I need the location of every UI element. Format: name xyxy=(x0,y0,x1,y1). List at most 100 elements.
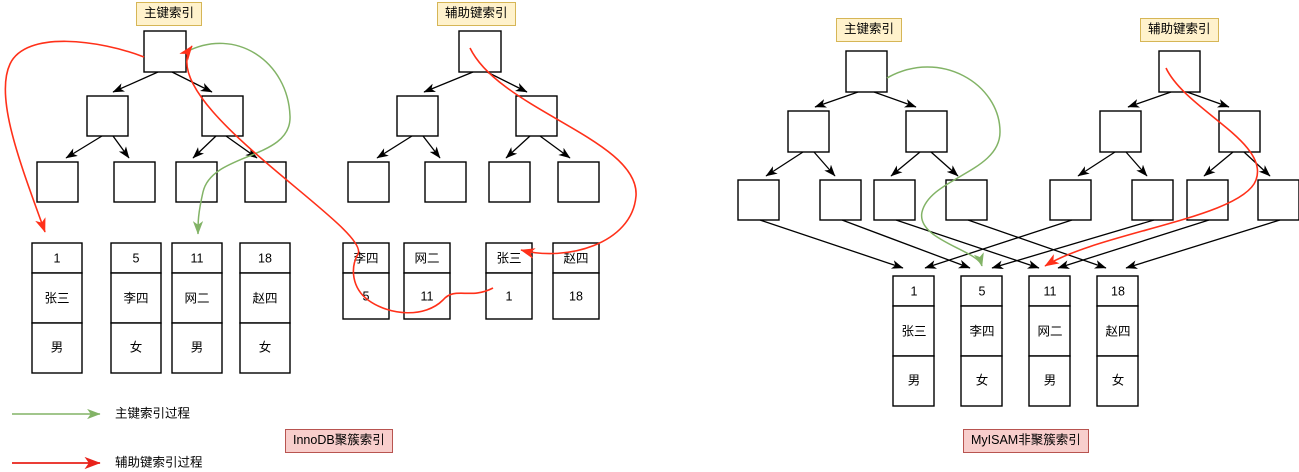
record-cell-gender xyxy=(31,322,83,374)
tree-node-leaf xyxy=(1186,179,1229,221)
record-card: 18 赵四 女 xyxy=(1096,275,1139,407)
tree-edge xyxy=(890,151,921,177)
innodb-secondary-tree xyxy=(347,30,600,203)
record-name: 网二 xyxy=(184,291,209,305)
tree-edge xyxy=(1203,151,1234,177)
record-cell-id xyxy=(892,275,935,307)
record-gender: 男 xyxy=(1044,373,1057,387)
data-pointer xyxy=(967,219,1107,269)
record-cell-id xyxy=(403,272,451,320)
tree-node-leaf xyxy=(557,161,600,203)
record-card: 1 张三 男 xyxy=(892,275,935,407)
secondary-index-flow-arrow-lookup xyxy=(469,47,637,259)
record-name: 网二 xyxy=(414,251,439,265)
record-card: 11 网二 男 xyxy=(1028,275,1071,407)
myisam-data-pointers xyxy=(759,219,1281,270)
tree-node-internal xyxy=(1218,110,1261,153)
tree-edge xyxy=(930,151,959,177)
record-id: 1 xyxy=(911,284,918,298)
innodb-primary-tree xyxy=(36,30,287,203)
record-name: 张三 xyxy=(901,323,926,338)
record-card: 18 赵四 女 xyxy=(239,242,291,374)
tree-node-internal xyxy=(201,95,244,137)
record-name: 张三 xyxy=(496,250,521,265)
record-gender: 女 xyxy=(130,339,143,354)
record-cell-name xyxy=(1028,305,1071,357)
tree-node-root xyxy=(1158,50,1201,93)
record-id: 1 xyxy=(506,289,513,303)
tree-node-leaf xyxy=(819,179,862,221)
record-gender: 男 xyxy=(51,340,64,354)
tree-node-leaf xyxy=(1049,179,1092,221)
tree-edge xyxy=(505,135,531,159)
record-cell-gender xyxy=(1028,355,1071,407)
tree-node-leaf xyxy=(737,179,780,221)
myisam-data-records: 1 张三 男 5 李四 女 11 网二 男 xyxy=(892,275,1139,407)
data-pointer xyxy=(1125,219,1281,269)
record-card: 1 张三 男 xyxy=(31,242,83,374)
tree-edge xyxy=(65,135,103,159)
tree-edge xyxy=(1125,151,1148,177)
tree-node-internal xyxy=(86,95,129,137)
record-card: 网二 11 xyxy=(403,242,451,320)
record-cell-gender xyxy=(110,322,162,374)
record-card: 张三 1 xyxy=(485,242,533,320)
record-id: 18 xyxy=(258,251,272,265)
record-id: 11 xyxy=(1044,284,1057,298)
record-name: 赵四 xyxy=(252,291,277,305)
record-gender: 女 xyxy=(259,339,272,354)
record-id: 5 xyxy=(979,284,986,298)
record-cell-id xyxy=(31,242,83,274)
record-cell-gender xyxy=(892,355,935,407)
record-name: 赵四 xyxy=(563,251,588,265)
tree-node-internal xyxy=(396,95,439,137)
tree-edge xyxy=(1077,151,1116,177)
caption-innodb-clustered-index: InnoDB聚簇索引 xyxy=(285,429,393,453)
caption-myisam-nonclustered-index: MyISAM非聚簇索引 xyxy=(963,429,1089,453)
record-name: 张三 xyxy=(44,290,69,305)
legend-label-secondary: 辅助键索引过程 xyxy=(115,454,203,469)
record-cell-gender xyxy=(1096,355,1139,407)
record-cell-gender xyxy=(960,355,1003,407)
secondary-index-flow-arrow xyxy=(1044,67,1259,267)
tree-edge xyxy=(192,135,217,159)
tree-edge xyxy=(376,135,413,159)
tree-node-root xyxy=(458,30,502,73)
tree-node-internal xyxy=(1099,110,1142,153)
record-gender: 女 xyxy=(976,372,989,387)
label-myisam-secondary-index: 辅助键索引 xyxy=(1140,18,1219,42)
record-cell-id xyxy=(110,242,162,274)
legend-label-primary: 主键索引过程 xyxy=(115,405,191,420)
record-cell-gender xyxy=(239,322,291,374)
tree-node-leaf xyxy=(1131,179,1174,221)
tree-edge xyxy=(813,151,836,177)
tree-edge xyxy=(486,71,528,93)
record-cell-id xyxy=(1028,275,1071,307)
record-gender: 男 xyxy=(191,340,204,354)
label-myisam-primary-index: 主键索引 xyxy=(836,18,903,42)
record-cell-name xyxy=(892,305,935,357)
record-cell-id xyxy=(552,272,600,320)
tree-edge xyxy=(423,71,474,93)
record-cell-name xyxy=(239,272,291,324)
tree-node-root xyxy=(845,50,888,93)
tree-node-leaf xyxy=(36,161,79,203)
record-name: 李四 xyxy=(969,323,994,338)
tree-node-leaf xyxy=(113,161,156,203)
record-id: 1 xyxy=(54,251,61,265)
data-pointer xyxy=(924,219,1073,269)
record-name: 李四 xyxy=(353,250,378,265)
record-id: 11 xyxy=(421,289,434,303)
record-cell-name xyxy=(31,272,83,324)
record-id: 5 xyxy=(363,289,370,303)
tree-edge xyxy=(1186,91,1230,108)
tree-node-root xyxy=(143,30,187,73)
tree-node-leaf xyxy=(1257,179,1299,221)
tree-edge xyxy=(1127,91,1172,108)
record-id: 5 xyxy=(133,251,140,265)
tree-edge xyxy=(112,71,159,93)
record-cell-name xyxy=(960,305,1003,357)
record-gender: 女 xyxy=(1112,372,1125,387)
